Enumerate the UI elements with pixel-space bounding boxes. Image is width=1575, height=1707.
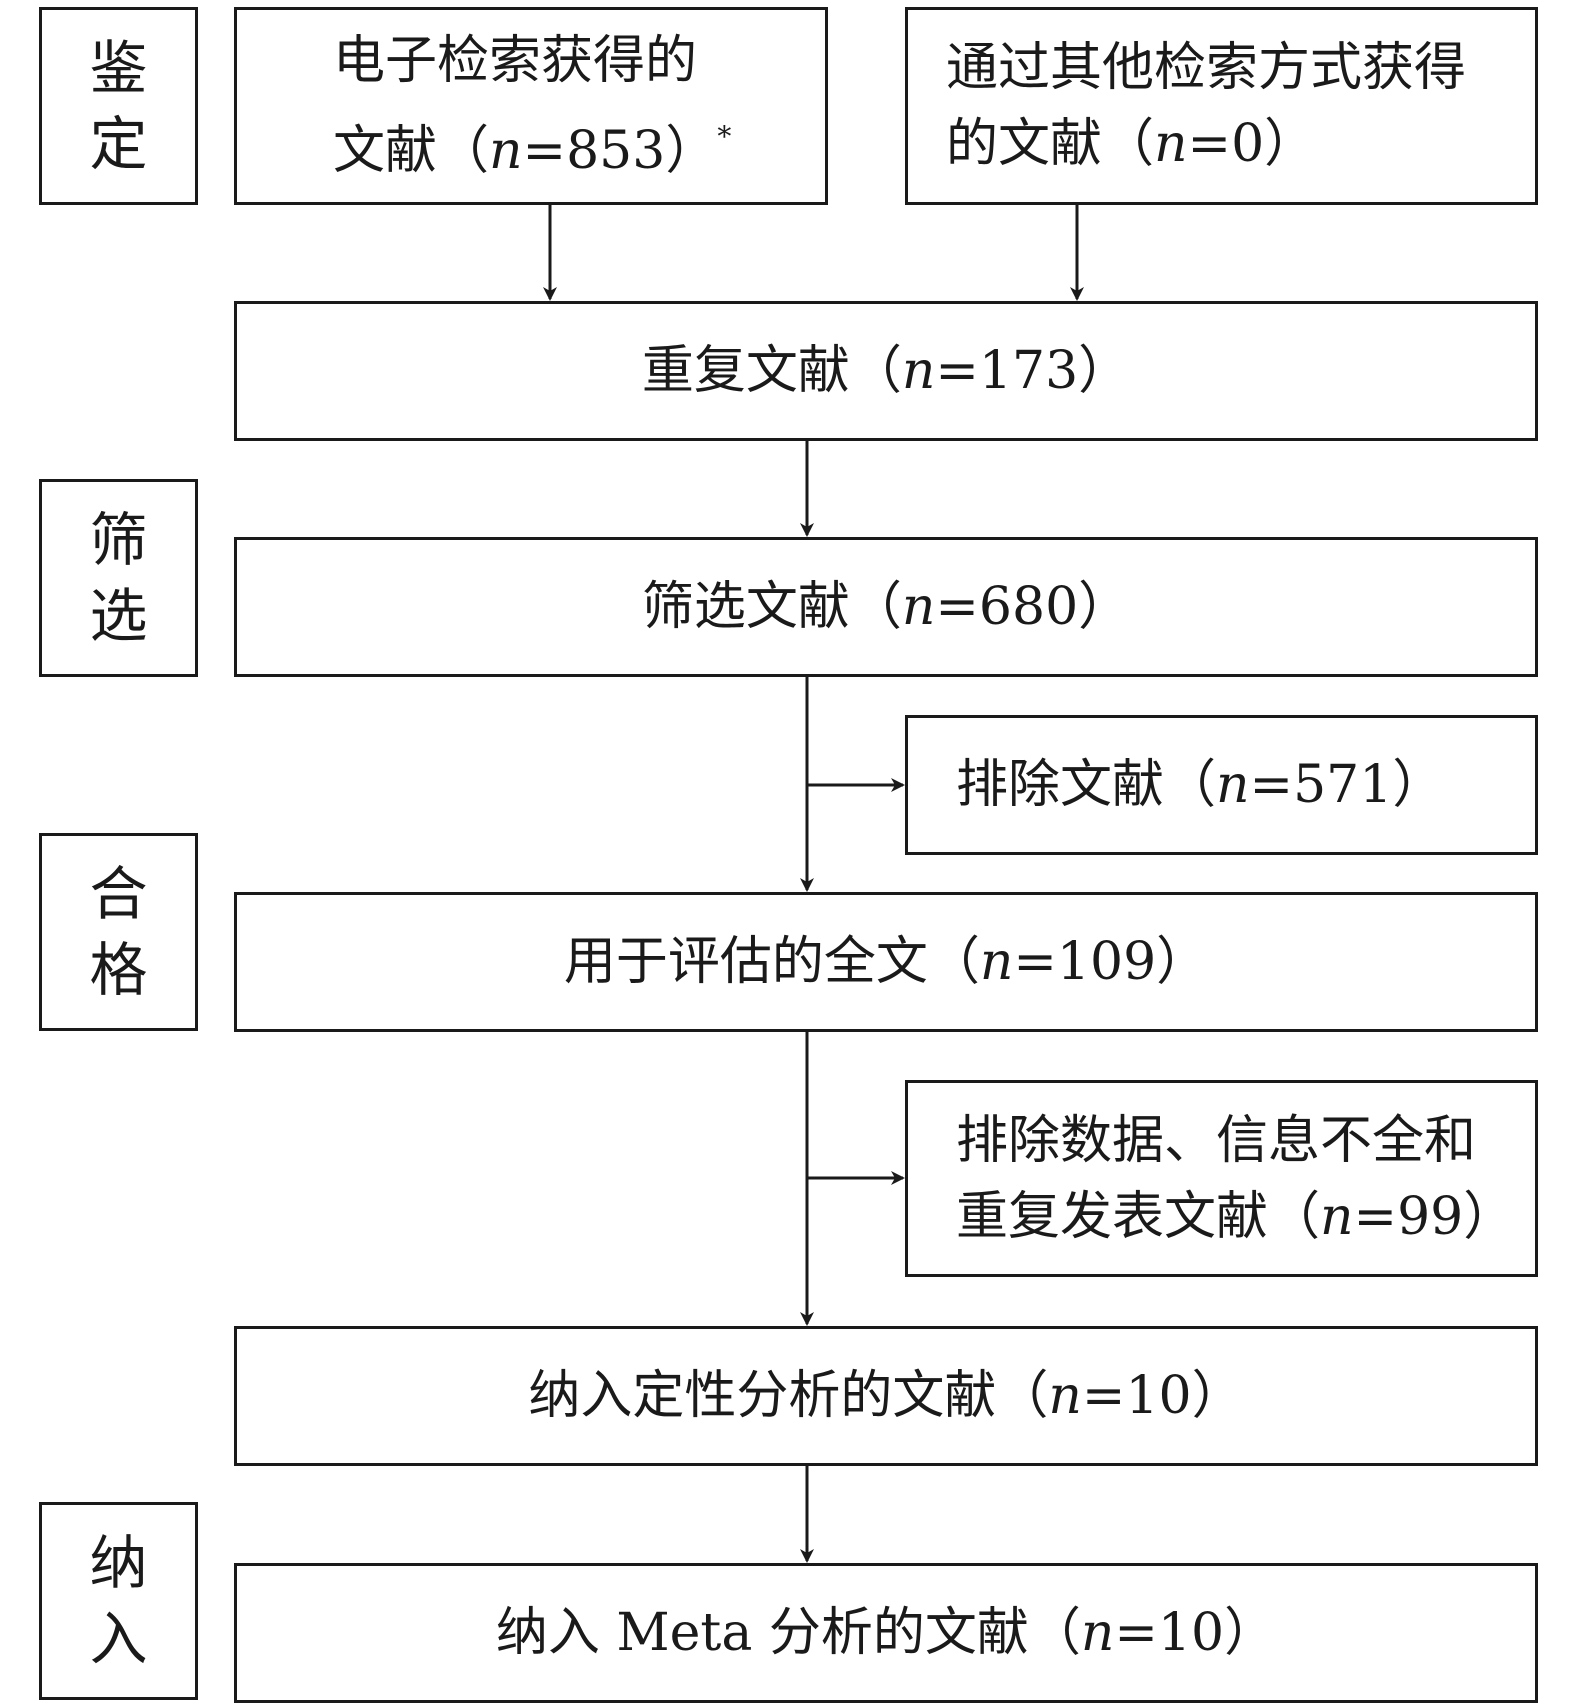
- box-excluded-data-line1: 排除数据、信息不全和: [956, 1110, 1477, 1171]
- box-electronic-search-line1: 电子检索获得的: [333, 31, 698, 91]
- box-electronic-search-line2: 文献（n=853）*: [333, 120, 732, 181]
- stage-screening: 筛 选: [39, 479, 198, 677]
- stage-eligibility-char-2: 格: [89, 936, 148, 1004]
- box-fulltext-text: 用于评估的全文（n=109）: [563, 932, 1209, 992]
- stage-included-char-2: 入: [89, 1605, 148, 1673]
- box-excluded: 排除文献（n=571）: [905, 715, 1538, 855]
- box-excluded-data-line2: 重复发表文献（n=99）: [956, 1186, 1516, 1247]
- stage-eligibility: 合 格: [39, 833, 198, 1031]
- stage-screening-char-2: 选: [89, 582, 148, 650]
- stage-identification: 鉴 定: [39, 7, 198, 205]
- stage-eligibility-char-1: 合: [89, 860, 148, 928]
- box-excluded-data: 排除数据、信息不全和 重复发表文献（n=99）: [905, 1080, 1538, 1277]
- stage-included: 纳 入: [39, 1502, 198, 1700]
- stage-identification-char-1: 鉴: [89, 34, 148, 102]
- box-screened-text: 筛选文献（n=680）: [641, 577, 1131, 637]
- footnote-mark: *: [717, 120, 732, 153]
- box-duplicates-text: 重复文献（n=173）: [641, 341, 1131, 401]
- box-other-search-line1: 通过其他检索方式获得: [946, 38, 1467, 98]
- box-meta: 纳入 Meta 分析的文献（n=10）: [234, 1563, 1538, 1703]
- box-fulltext: 用于评估的全文（n=109）: [234, 892, 1538, 1032]
- box-qualitative-text: 纳入定性分析的文献（n=10）: [528, 1366, 1244, 1426]
- box-excluded-text: 排除文献（n=571）: [956, 755, 1445, 815]
- box-duplicates: 重复文献（n=173）: [234, 301, 1538, 441]
- box-screened: 筛选文献（n=680）: [234, 537, 1538, 677]
- stage-included-char-1: 纳: [89, 1529, 148, 1597]
- stage-identification-char-2: 定: [89, 110, 148, 178]
- box-other-search-line2: 的文献（n=0）: [946, 114, 1317, 174]
- stage-screening-char-1: 筛: [89, 506, 148, 574]
- box-qualitative: 纳入定性分析的文献（n=10）: [234, 1326, 1538, 1466]
- box-electronic-search: 电子检索获得的 文献（n=853）*: [234, 7, 828, 205]
- box-meta-text: 纳入 Meta 分析的文献（n=10）: [495, 1603, 1277, 1663]
- box-other-search: 通过其他检索方式获得 的文献（n=0）: [905, 7, 1538, 205]
